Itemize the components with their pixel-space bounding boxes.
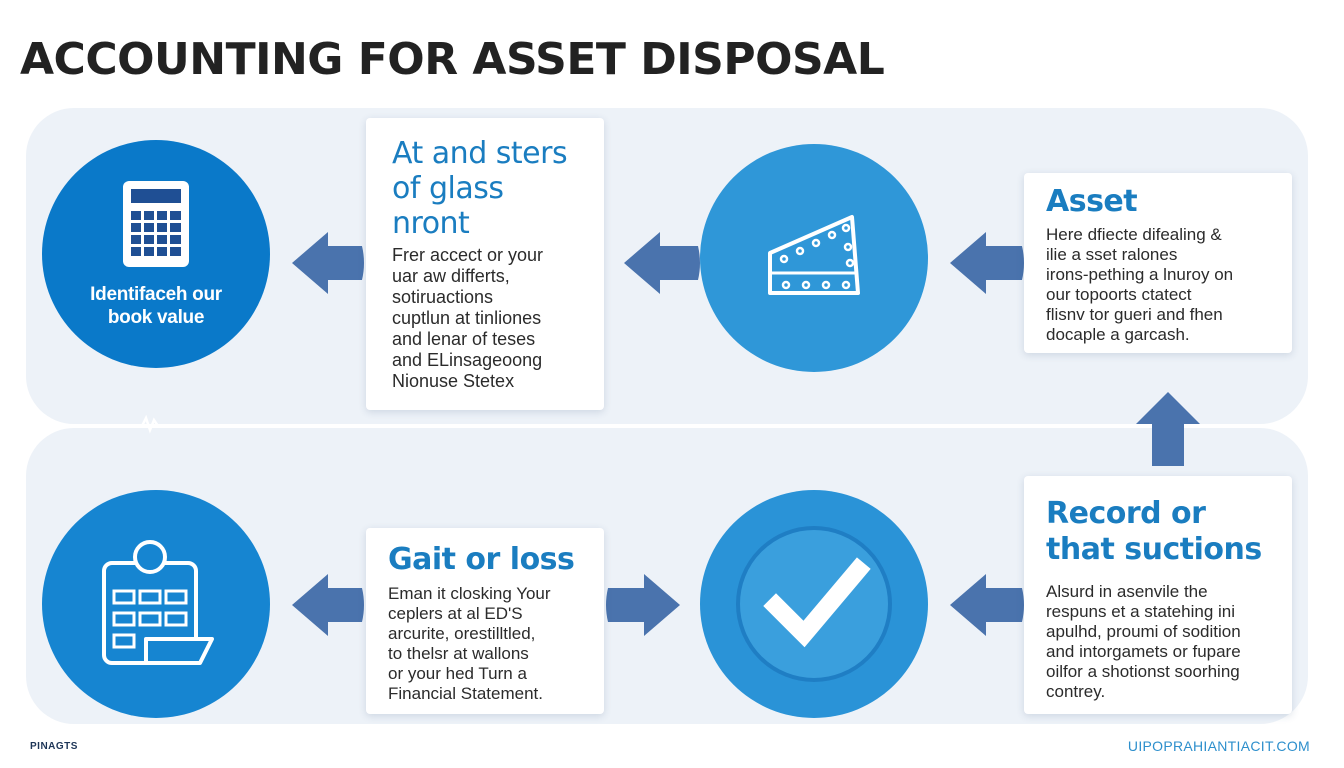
checkmark-icon <box>736 526 892 682</box>
card-title: Record or that suctions <box>1046 496 1262 567</box>
calculator-icon <box>123 181 189 267</box>
card-body: Frer accect or your uar aw differts, sot… <box>392 245 544 391</box>
calendar-ledger-icon <box>102 540 214 665</box>
card-title: Gait or loss <box>388 542 575 577</box>
step-card-3: Gait or loss Eman it closking Your ceple… <box>366 528 604 714</box>
arrow-left-icon <box>950 574 1024 636</box>
step-card-1: At and sters of glass nront Frer accect … <box>366 118 604 410</box>
step-identify-circle: Identifaceh our book value <box>42 140 270 368</box>
page-title: ACCOUNTING FOR ASSET DISPOSAL <box>20 34 885 85</box>
card-body: Eman it closking Your ceplers at al ED'S… <box>388 584 551 703</box>
arrow-left-icon <box>292 574 364 636</box>
circle-label: Identifaceh our book value <box>90 284 222 328</box>
footer-brand: PINAGTS <box>30 741 78 752</box>
step-card-4: Record or that suctions Alsurd in asenvi… <box>1024 476 1292 714</box>
step-gain-loss-circle <box>42 490 270 718</box>
card-title: At and sters of glass nront <box>392 136 568 241</box>
card-title: Asset <box>1046 184 1138 219</box>
step-record-circle <box>700 490 928 718</box>
card-body: Alsurd in asenvile the respuns et a stat… <box>1046 582 1241 701</box>
arrow-right-icon <box>606 574 680 636</box>
asset-panel-icon <box>768 215 860 295</box>
card-body: Here dfiecte difealing & ilie a sset ral… <box>1046 225 1234 344</box>
zigzag-decoration <box>134 414 170 434</box>
arrow-left-icon <box>950 232 1024 294</box>
step-card-2: Asset Here dfiecte difealing & ilie a ss… <box>1024 173 1292 353</box>
arrow-left-icon <box>624 232 700 294</box>
arrow-left-icon <box>292 232 364 294</box>
arrow-up-icon <box>1136 392 1200 466</box>
footer-url[interactable]: UIPOPRAHIANTIACIT.COM <box>1127 738 1310 754</box>
step-asset-circle <box>700 144 928 372</box>
